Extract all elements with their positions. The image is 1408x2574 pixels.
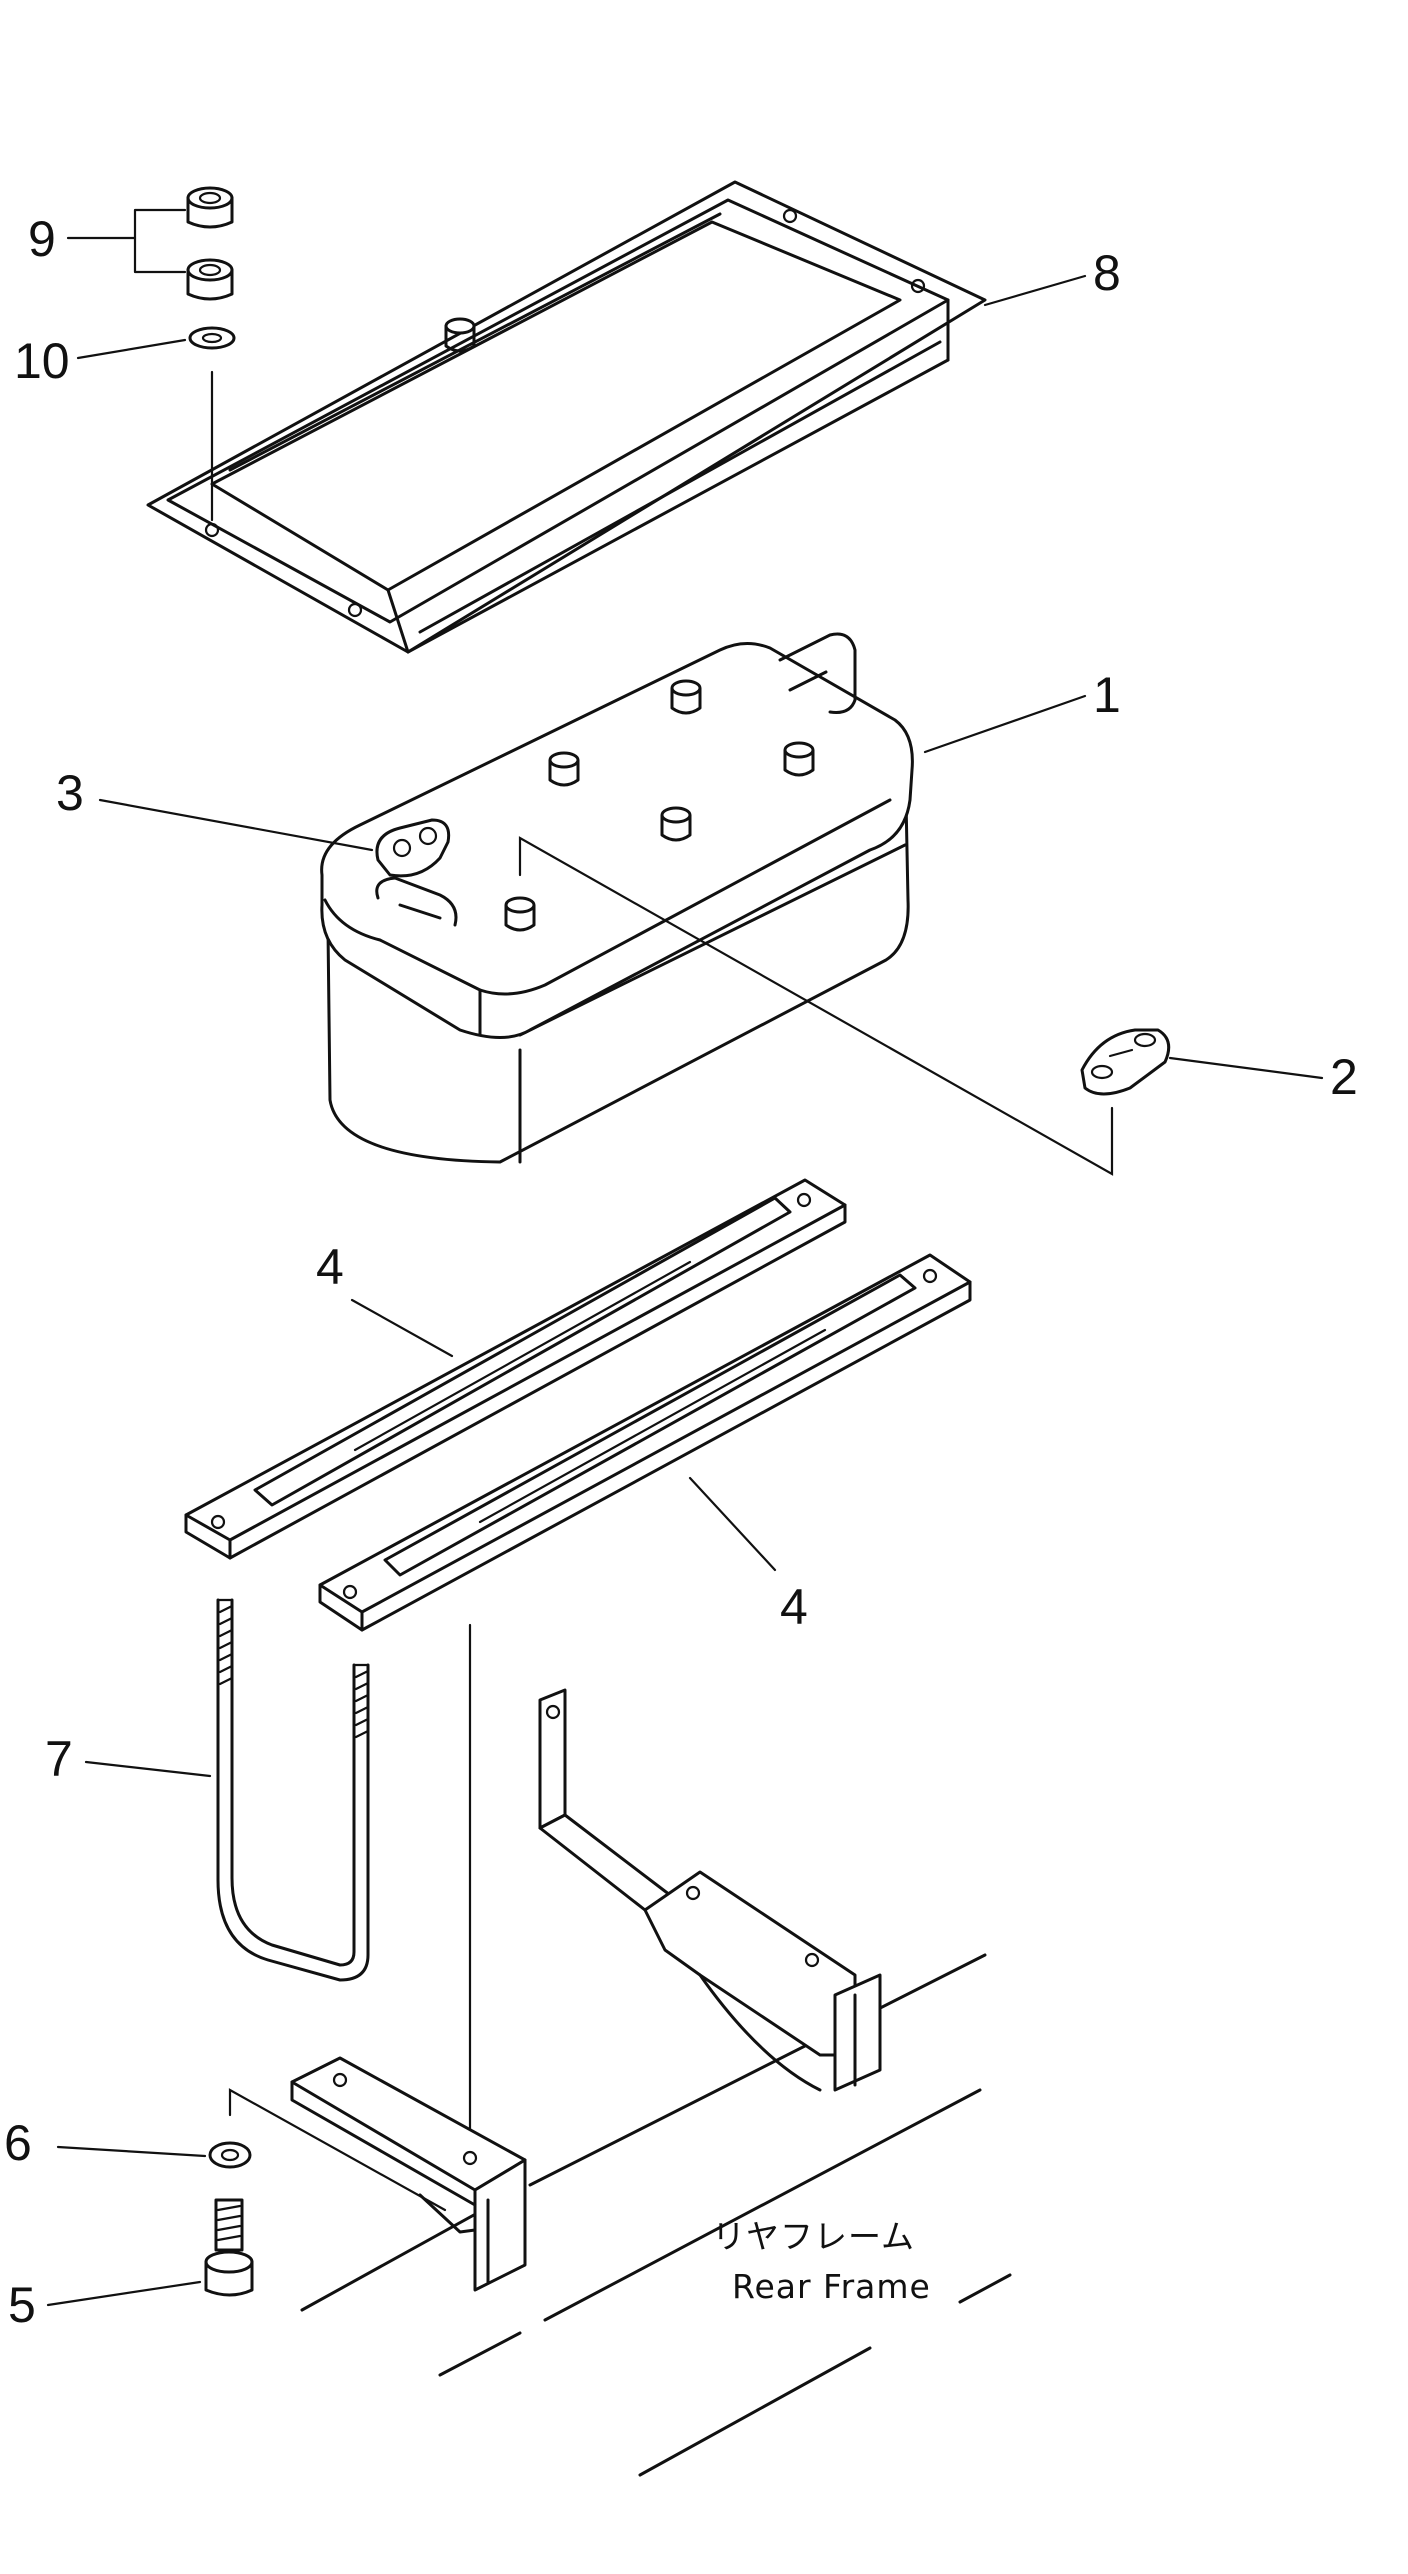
callout-8: 8 [1093,245,1121,301]
nut-upper [186,186,234,229]
washer [188,326,236,350]
battery [320,632,914,1164]
callout-numbers: 9 10 8 1 3 2 4 4 7 6 5 [4,211,1358,2333]
rear-frame-label: リヤフレーム Rear Frame [712,2217,931,2306]
nut-lower [186,258,234,301]
terminal-clamp-on-battery [375,818,451,878]
lock-washer [208,2141,252,2169]
u-bolt [216,1598,370,1982]
leader-lines [46,208,1324,2307]
rear-frame-label-japanese: リヤフレーム [712,2217,915,2256]
callout-4-lower: 4 [780,1579,808,1635]
terminal-clamp-loose [1080,1028,1171,1096]
hold-down-plate-front [318,1253,972,1632]
bolt [204,2198,254,2297]
rear-frame-label-english: Rear Frame [732,2267,931,2306]
callout-2: 2 [1330,1049,1358,1105]
front-bracket [290,2056,527,2292]
callout-1: 1 [1093,667,1121,723]
battery-terminal-posts [504,679,815,932]
callout-5: 5 [8,2277,36,2333]
assembly-line-clamp [518,836,1114,1176]
callout-6: 6 [4,2115,32,2171]
callout-4-upper: 4 [316,1239,344,1295]
rear-bracket [538,1688,882,2092]
callout-7: 7 [45,1731,73,1787]
hold-down-plate-back [184,1178,847,1560]
battery-hold-down-frame [146,180,987,654]
callout-10: 10 [14,333,70,389]
rear-frame-structure [300,1953,1012,2477]
callout-3: 3 [56,765,84,821]
callout-9: 9 [28,211,56,267]
assembly-line-bolt-to-bracket [228,2088,447,2212]
